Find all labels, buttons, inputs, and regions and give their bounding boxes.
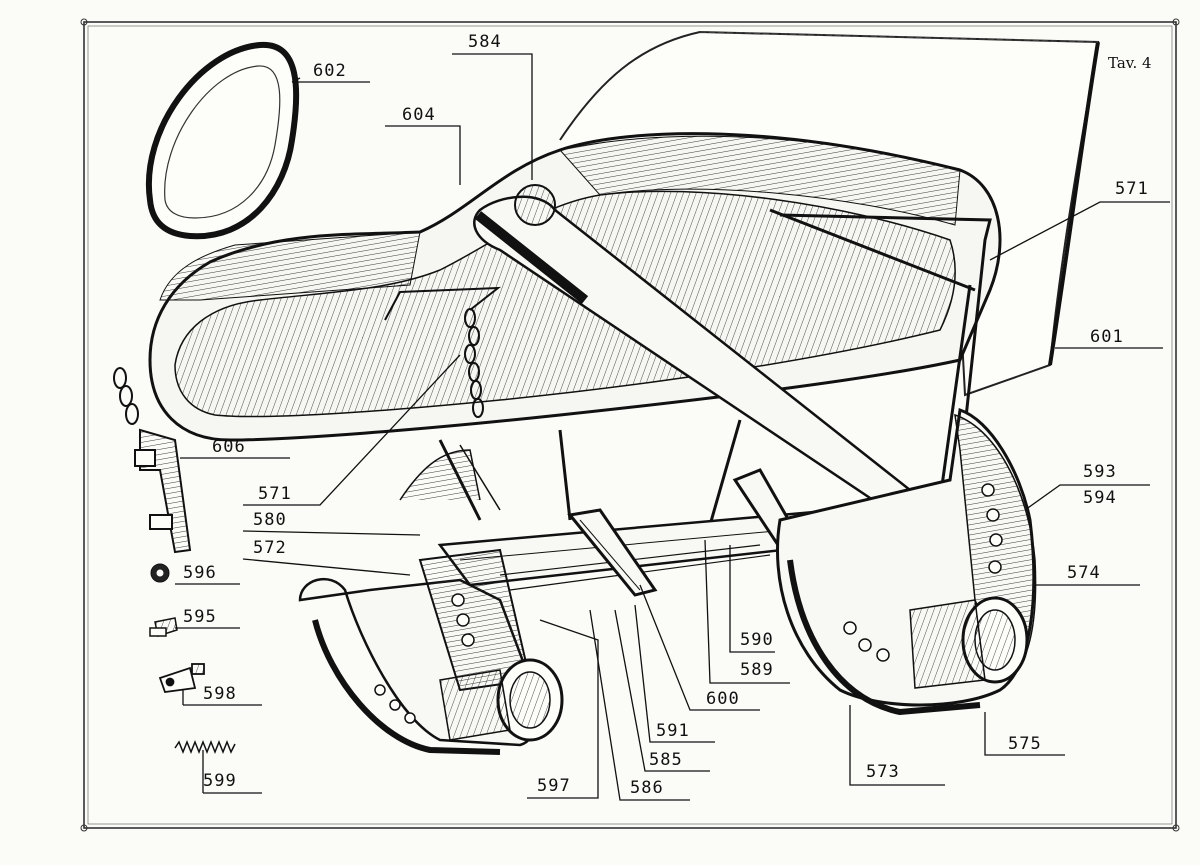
leader-571-left bbox=[243, 354, 461, 506]
leader-590 bbox=[729, 545, 775, 653]
part-606-bracket bbox=[113, 367, 192, 554]
part-598-eyebolt bbox=[158, 663, 205, 693]
callout-590: 590 bbox=[740, 630, 774, 650]
leader-586 bbox=[589, 609, 690, 801]
callout-595: 595 bbox=[183, 607, 217, 627]
callout-580: 580 bbox=[253, 510, 287, 530]
leader-599 bbox=[202, 750, 262, 794]
callout-586: 586 bbox=[630, 778, 664, 798]
callout-572: 572 bbox=[253, 538, 287, 558]
frame-rod bbox=[698, 208, 992, 561]
callout-602: 602 bbox=[313, 61, 347, 81]
leader-589 bbox=[704, 539, 790, 684]
callout-598: 598 bbox=[203, 684, 237, 704]
leader-575 bbox=[984, 712, 1065, 756]
part-596-washer bbox=[150, 563, 170, 583]
cushion-602 bbox=[145, 41, 300, 240]
chain-571 bbox=[384, 286, 502, 418]
callout-585: 585 bbox=[649, 750, 683, 770]
leader-591 bbox=[634, 604, 715, 743]
callout-589: 589 bbox=[740, 660, 774, 680]
callout-594: 594 bbox=[1083, 488, 1117, 508]
callout-597: 597 bbox=[537, 776, 571, 796]
callout-606: 606 bbox=[212, 437, 246, 457]
leader-593-594 bbox=[1024, 484, 1150, 511]
leader-lines bbox=[175, 53, 1170, 801]
callout-593: 593 bbox=[1083, 462, 1117, 482]
callout-591: 591 bbox=[656, 721, 690, 741]
callout-600: 600 bbox=[706, 689, 740, 709]
part-599-spring bbox=[174, 739, 236, 755]
rear-guard-574 bbox=[776, 408, 1037, 716]
leader-573 bbox=[849, 705, 945, 786]
plate-frame-inner bbox=[87, 25, 1173, 825]
leader-572 bbox=[242, 558, 411, 576]
plate-title: Tav. 4 bbox=[1108, 54, 1152, 72]
leader-580 bbox=[242, 530, 421, 536]
front-guard bbox=[298, 548, 564, 755]
leader-584 bbox=[452, 53, 533, 180]
leader-571-top bbox=[989, 201, 1170, 261]
callout-575: 575 bbox=[1008, 734, 1042, 754]
callout-599: 599 bbox=[203, 771, 237, 791]
callout-604: 604 bbox=[402, 105, 436, 125]
callout-573: 573 bbox=[866, 762, 900, 782]
part-595-nut bbox=[149, 617, 178, 637]
leader-598 bbox=[182, 690, 262, 706]
callout-574: 574 bbox=[1067, 563, 1101, 583]
plate-frame bbox=[83, 21, 1177, 829]
callout-584: 584 bbox=[468, 32, 502, 52]
callout-596: 596 bbox=[183, 563, 217, 583]
leader-604 bbox=[385, 125, 461, 185]
leader-585 bbox=[614, 609, 710, 772]
leader-600 bbox=[639, 584, 760, 711]
callout-571-left: 571 bbox=[258, 484, 292, 504]
leader-602 bbox=[291, 77, 370, 83]
callout-571-top: 571 bbox=[1115, 179, 1149, 199]
leader-597 bbox=[527, 619, 599, 799]
callout-601: 601 bbox=[1090, 327, 1124, 347]
